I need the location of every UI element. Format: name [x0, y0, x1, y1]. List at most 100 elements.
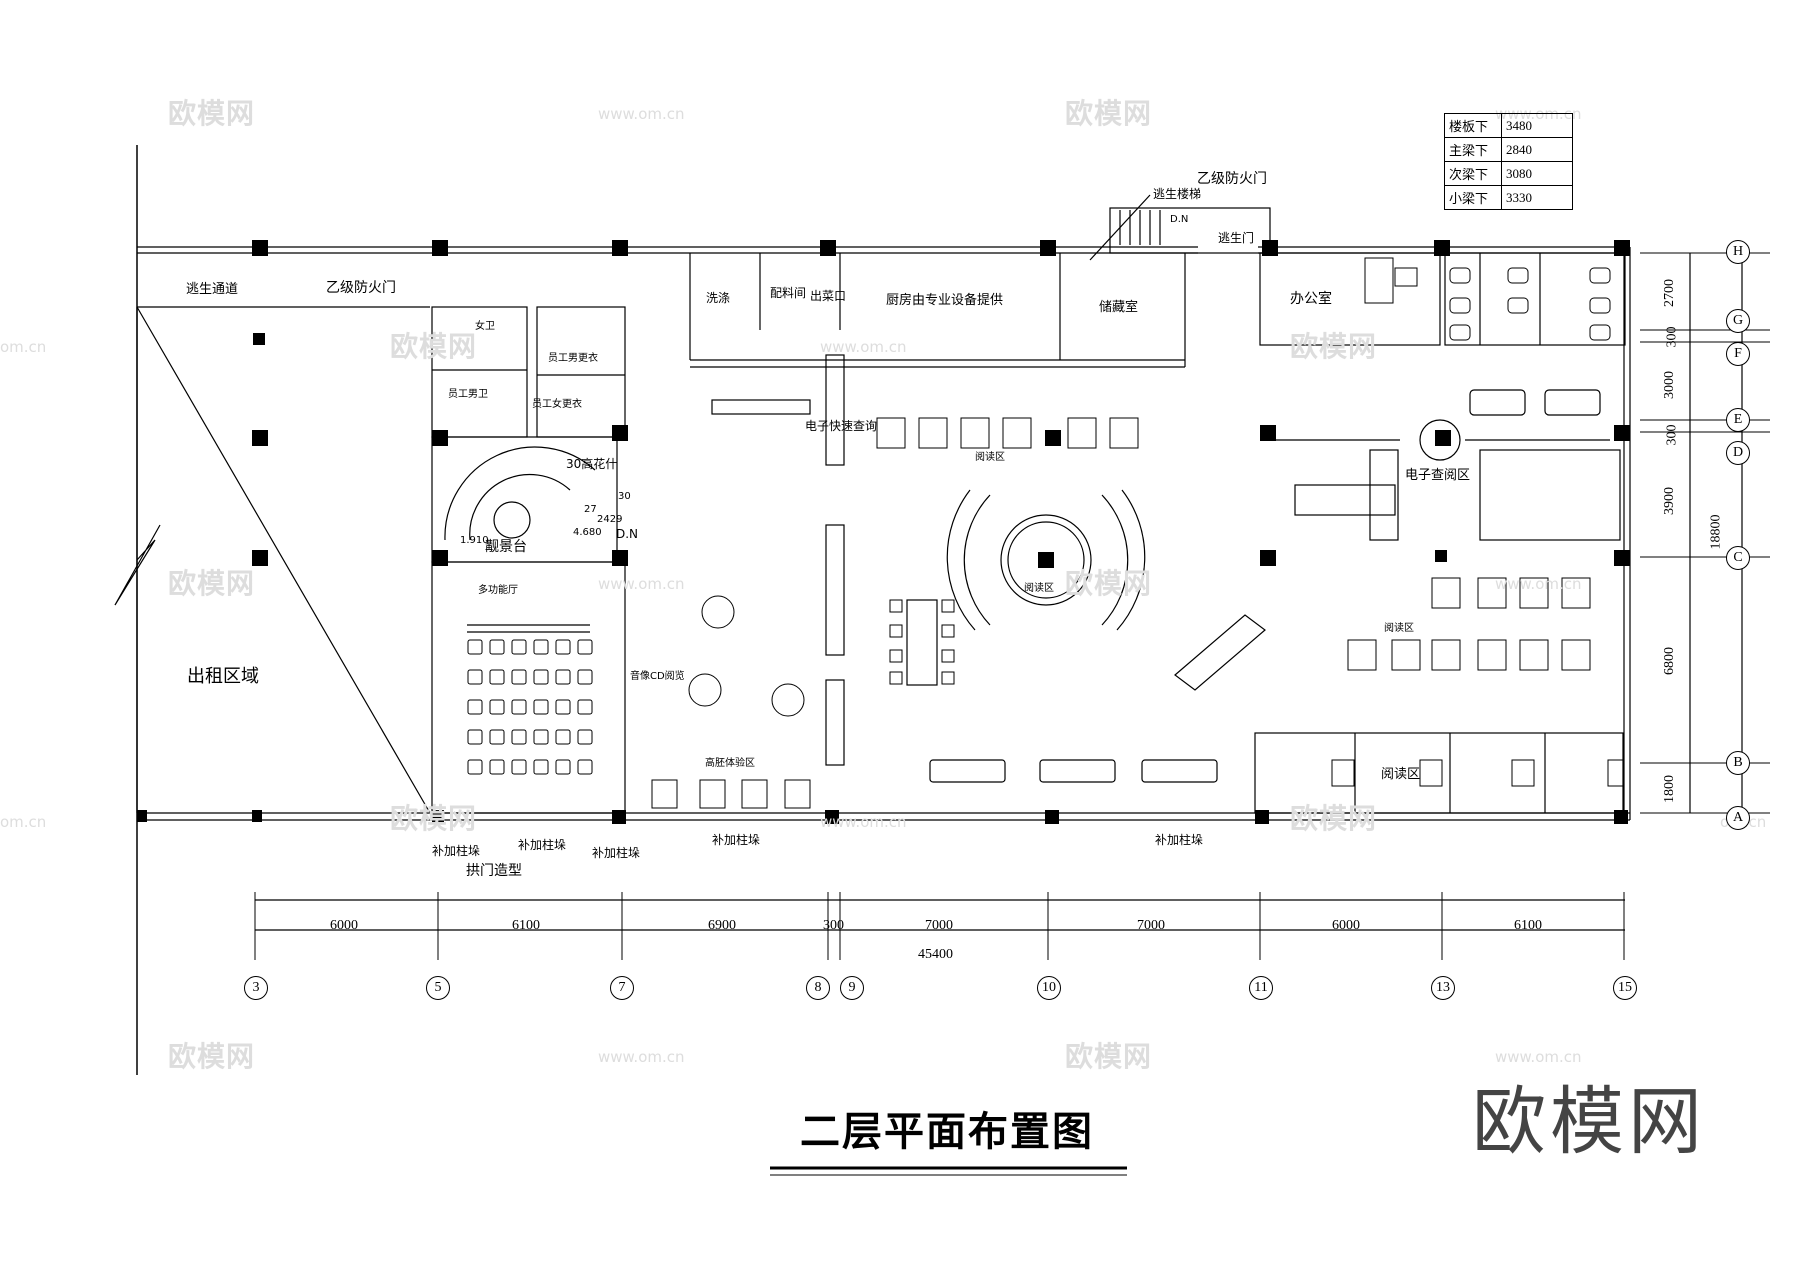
female-locker-label: 员工女更衣: [532, 399, 582, 410]
viewing-platform-label: 觏景台: [485, 539, 527, 555]
height-value: 2840: [1501, 137, 1573, 162]
axis-bubble: B: [1726, 751, 1750, 775]
e-reading-area-label: 电子查阅区: [1405, 468, 1471, 483]
epaper-query-label: 电子快速查询: [805, 419, 878, 433]
escape-passage-label: 逃生通道: [186, 282, 239, 297]
span-dimension: 6100: [512, 918, 540, 933]
escape-stair-label: 逃生楼梯: [1153, 187, 1202, 201]
column-add-label: 补加柱垛: [712, 833, 761, 847]
reading-area-label: 阅读区: [975, 452, 1005, 463]
axis-bubble: 9: [840, 976, 864, 1000]
watermark-logo: 欧模网: [168, 1040, 256, 1073]
column-add-label: 补加柱垛: [592, 846, 641, 860]
vertical-dimension: 300: [1664, 424, 1680, 446]
vertical-dimension: 6800: [1662, 647, 1677, 675]
axis-bubble: 13: [1431, 976, 1455, 1000]
watermark-logo: 欧模网: [1290, 802, 1378, 835]
male-locker-label: 员工男更衣: [548, 353, 598, 364]
watermark-url: www.om.cn: [598, 575, 685, 593]
vertical-dimension: 3000: [1662, 371, 1677, 399]
reading-area-label: 阅读区: [1024, 583, 1054, 594]
vertical-dimension: 300: [1664, 326, 1680, 348]
span-dimension: 6000: [1332, 918, 1360, 933]
axis-bubble: E: [1726, 408, 1750, 432]
arch-door-label: 拱门造型: [466, 863, 522, 879]
axis-bubble: D: [1726, 441, 1750, 465]
vertical-dimension: 3900: [1662, 487, 1677, 515]
kitchen-label: 厨房由专业设备提供: [886, 293, 1004, 308]
washing-label: 洗涤: [706, 291, 731, 305]
axis-bubble: 8: [806, 976, 830, 1000]
column-add-label: 补加柱垛: [518, 838, 567, 852]
av-reading-label: 音像CD阅览: [630, 671, 685, 682]
watermark-logo: 欧模网: [1290, 330, 1378, 363]
watermark-logo: 欧模网: [390, 802, 478, 835]
watermark-logo: 欧模网: [1065, 1040, 1153, 1073]
watermark-url: om.cn: [0, 338, 47, 356]
span-dimension: 300: [823, 918, 844, 933]
height-label: 主梁下: [1444, 137, 1502, 162]
prep-room-label: 配料间: [770, 286, 807, 300]
reading-area-label: 阅读区: [1381, 767, 1421, 782]
axis-bubble: 11: [1249, 976, 1273, 1000]
height-value: 3480: [1501, 113, 1573, 138]
axis-bubble: C: [1726, 546, 1750, 570]
fire-door-label-top: 乙级防火门: [1197, 171, 1267, 187]
watermark-url: www.om.cn: [820, 813, 907, 831]
vertical-total-dimension: 18800: [1708, 514, 1724, 550]
height-label: 次梁下: [1444, 161, 1502, 186]
audio-experience-label: 高胚体验区: [705, 758, 755, 769]
span-dimension: 6100: [1514, 918, 1542, 933]
watermark-logo: 欧模网: [168, 97, 256, 130]
drawing-title: 二层平面布置图: [800, 1109, 1094, 1155]
axis-bubble: H: [1726, 240, 1750, 264]
axis-bubble: 3: [244, 976, 268, 1000]
column-add-label: 补加柱垛: [1155, 833, 1204, 847]
staff-male-wc-label: 员工男卫: [448, 389, 488, 400]
female-wc-label: 女卫: [475, 321, 495, 332]
stair-number: 2429: [597, 514, 623, 525]
axis-bubble: 7: [610, 976, 634, 1000]
level-mark: 1.910: [460, 535, 489, 546]
column-add-label: 补加柱垛: [432, 844, 481, 858]
storage-label: 储藏室: [1099, 300, 1139, 315]
axis-bubble: 5: [426, 976, 450, 1000]
escape-door-label: 逃生门: [1218, 231, 1255, 245]
level-mark: 4.680: [573, 527, 602, 538]
watermark-logo: 欧模网: [390, 330, 478, 363]
axis-bubble: F: [1726, 342, 1750, 366]
planter-label: 30高花什: [566, 457, 618, 471]
reading-area-label: 阅读区: [1384, 623, 1414, 634]
brand-mark: 欧模网: [1472, 1079, 1706, 1165]
total-dimension: 45400: [918, 947, 953, 962]
stair-number: 30: [618, 491, 631, 502]
vertical-dimension: 2700: [1662, 279, 1677, 307]
dn-label: D.N: [616, 527, 639, 541]
span-dimension: 7000: [925, 918, 953, 933]
height-value: 3080: [1501, 161, 1573, 186]
dn-label: D.N: [1170, 214, 1189, 225]
serving-label: 出菜口: [810, 289, 847, 303]
span-dimension: 6000: [330, 918, 358, 933]
watermark-url: www.om.cn: [1495, 575, 1582, 593]
rental-area-label: 出租区域: [187, 666, 259, 687]
span-dimension: 6900: [708, 918, 736, 933]
fire-door-label: 乙级防火门: [326, 280, 396, 296]
stair-number: 27: [584, 504, 597, 515]
watermark-url: www.om.cn: [1495, 1048, 1582, 1066]
watermark-logo: 欧模网: [1065, 567, 1153, 600]
watermark-logo: 欧模网: [168, 567, 256, 600]
height-value: 3330: [1501, 185, 1573, 210]
span-dimension: 7000: [1137, 918, 1165, 933]
office-label: 办公室: [1290, 291, 1332, 307]
multi-hall-label: 多功能厅: [478, 585, 518, 596]
axis-bubble: G: [1726, 309, 1750, 333]
axis-bubble: 10: [1037, 976, 1061, 1000]
height-label: 楼板下: [1444, 113, 1502, 138]
watermark-url: www.om.cn: [598, 1048, 685, 1066]
watermark-url: om.cn: [0, 813, 47, 831]
